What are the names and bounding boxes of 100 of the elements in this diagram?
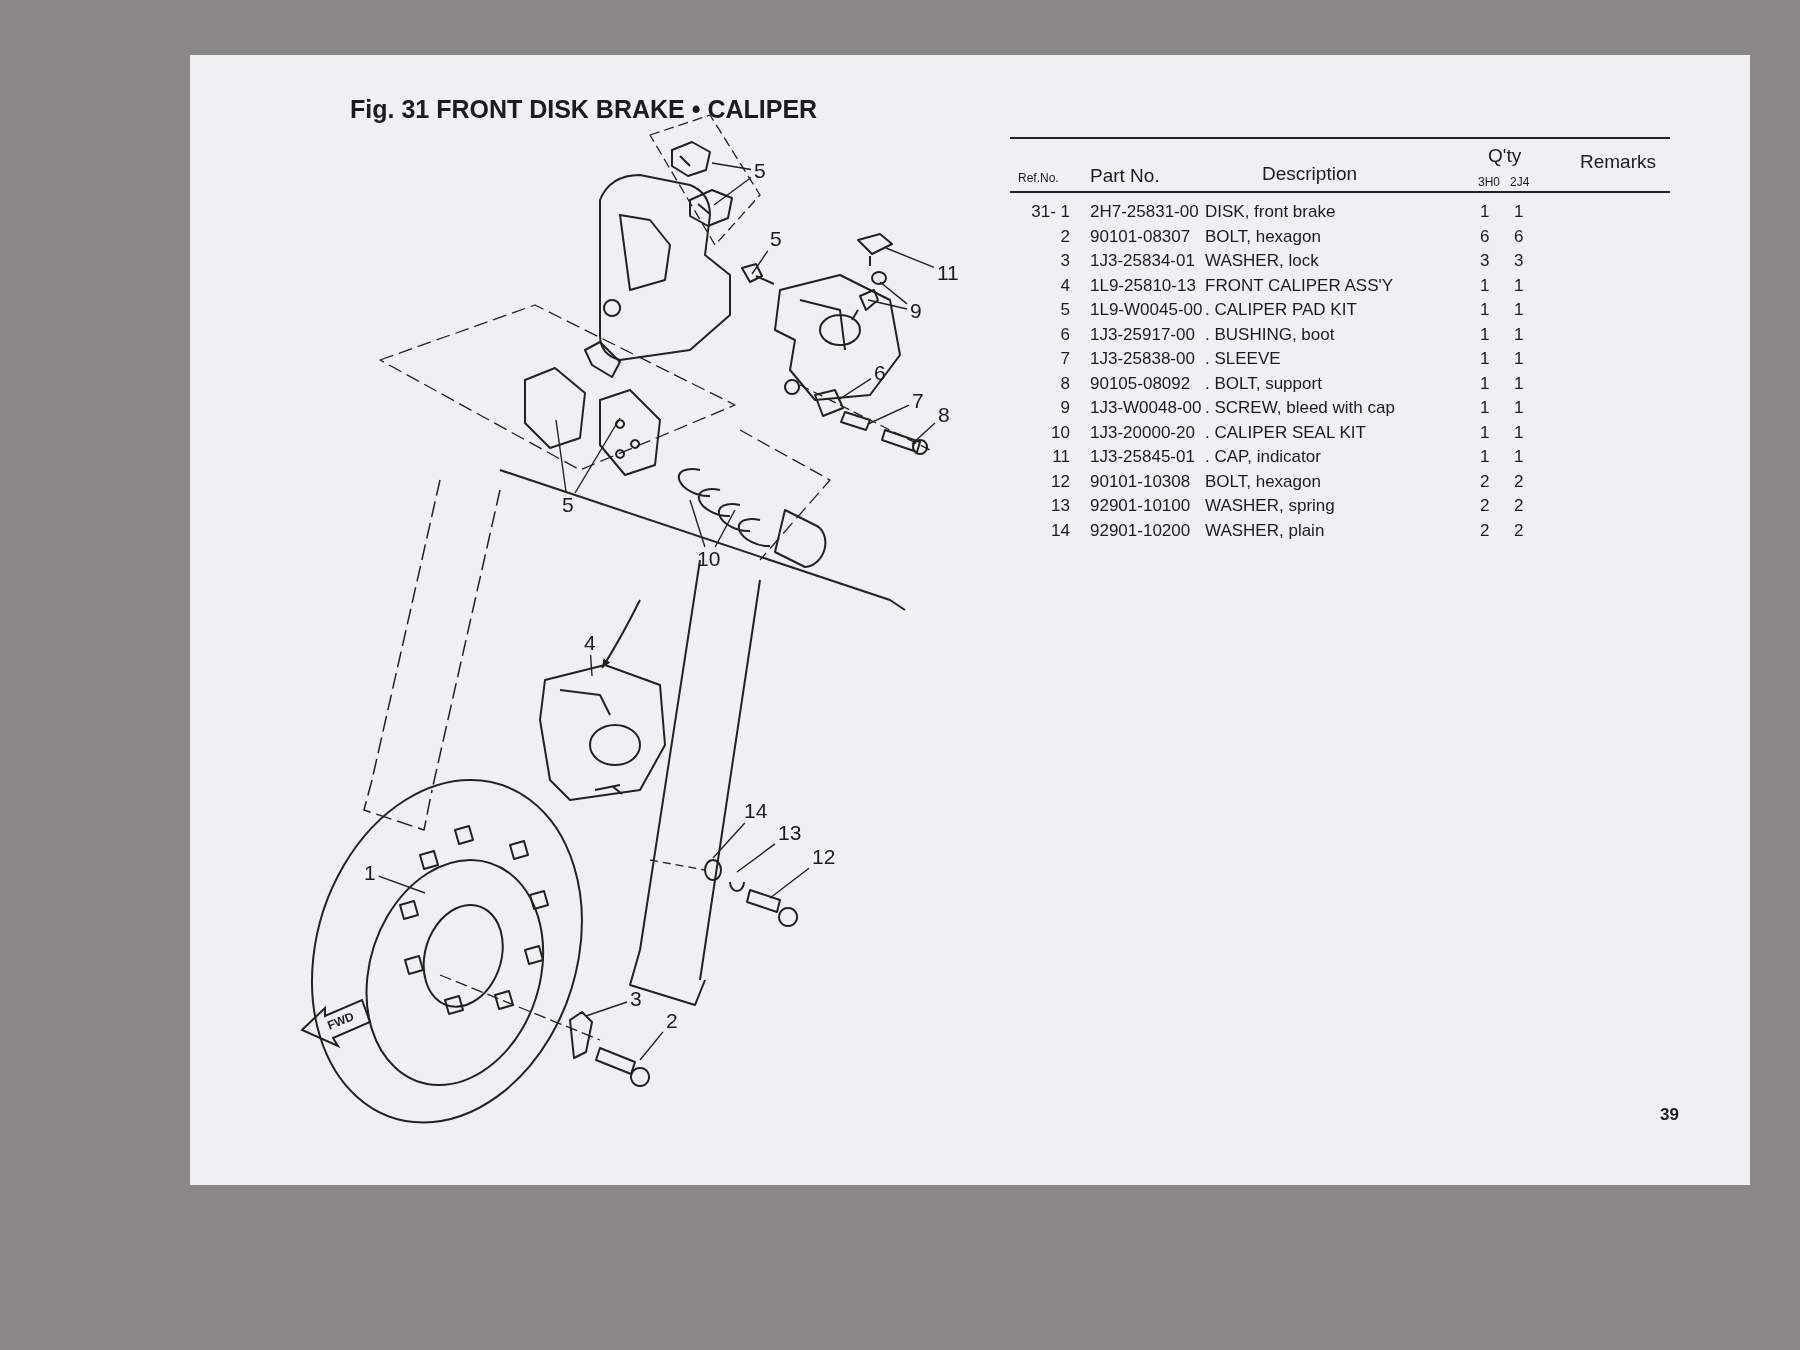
table-cell-text: 31- 1 [1030, 202, 1070, 222]
table-cell: WASHER, plain [1205, 520, 1325, 541]
column-header: Description [1262, 164, 1358, 184]
table-cell: 2 [1480, 496, 1490, 516]
table-cell: 1 [1514, 202, 1524, 222]
table-cell: 1 [1480, 202, 1490, 222]
table-cell: 3 [1514, 251, 1524, 271]
leader-line [712, 822, 746, 859]
callout-number: 1 [362, 862, 378, 884]
table-cell: WASHER, lock [1205, 251, 1319, 271]
table-cell: BOLT, hexagon [1205, 226, 1321, 247]
table-cell: 2H7-25831-00 [1090, 202, 1199, 222]
table-cell: 1 [1514, 324, 1524, 345]
table-cell-text: 2 [1059, 226, 1070, 247]
leader-line [911, 422, 936, 445]
callout-number: 3 [628, 988, 644, 1010]
table-cell: . CAP, indicator [1205, 447, 1321, 467]
callout-number: 11 [935, 262, 961, 284]
leader-line [574, 417, 621, 494]
leader-line [769, 867, 810, 899]
leader-line [837, 378, 872, 401]
table-cell: 92901-10200 [1090, 520, 1191, 541]
direction-label: FWD [324, 1008, 357, 1035]
leader-line [713, 176, 752, 206]
callout-number: 12 [810, 846, 838, 868]
column-header: Ref.No. [1018, 170, 1059, 187]
table-cell: 1 [1480, 349, 1490, 369]
table-cell-text: 11 [1051, 447, 1070, 467]
callout-number: 6 [872, 362, 888, 384]
leader-line [714, 509, 736, 548]
table-cell: 1L9-25810-13 [1090, 275, 1196, 296]
table-cell: 1 [1514, 447, 1524, 467]
leader-line [751, 250, 769, 275]
leader-line [589, 654, 593, 677]
table-cell-text: 8 [1059, 373, 1070, 394]
callout-number: 5 [560, 494, 576, 516]
table-cell: WASHER, spring [1205, 496, 1335, 516]
callout-number: 10 [695, 548, 723, 570]
table-cell: 1J3-25838-00 [1090, 349, 1195, 369]
table-cell: 1 [1514, 373, 1524, 394]
table-cell: 2 [1514, 496, 1524, 516]
table-cell: 1 [1480, 398, 1490, 418]
table-cell: 1 [1480, 447, 1490, 467]
table-cell: 1J3-20000-20 [1090, 422, 1195, 443]
table-cell: 1 [1480, 422, 1490, 443]
table-cell-text: 4 [1059, 275, 1070, 296]
page-number: 39 [1660, 1105, 1679, 1125]
table-cell: 90101-08307 [1090, 226, 1191, 247]
table-cell: 1 [1514, 300, 1524, 320]
table-cell: 2 [1514, 520, 1524, 541]
table-cell: 1 [1480, 324, 1490, 345]
leader-line [879, 281, 908, 305]
table-cell: BOLT, hexagon [1205, 471, 1321, 492]
column-header: Q'ty [1488, 146, 1522, 166]
leader-line [711, 162, 752, 171]
table-cell: 1 [1480, 275, 1490, 296]
column-header: 2J4 [1510, 174, 1530, 191]
leader-line [885, 247, 935, 269]
callout-number: 2 [664, 1010, 680, 1032]
leader-line [585, 1001, 628, 1017]
callout-number: 5 [752, 160, 768, 182]
leader-line [639, 1031, 664, 1061]
leader-line [555, 419, 567, 494]
table-cell: . SLEEVE [1205, 349, 1281, 369]
table-cell-text: 5 [1059, 300, 1070, 320]
table-cell: 2 [1480, 471, 1490, 492]
table-cell-text: 10 [1050, 422, 1070, 443]
column-header: 3H0 [1478, 174, 1500, 191]
table-cell: 1 [1480, 300, 1490, 320]
table-cell: 1J3-25917-00 [1090, 324, 1195, 345]
table-cell-text: 13 [1050, 496, 1070, 516]
table-cell: 92901-10100 [1090, 496, 1191, 516]
table-cell: 6 [1480, 226, 1490, 247]
column-header: Remarks [1580, 152, 1656, 172]
table-cell-text: 12 [1050, 471, 1070, 492]
table-cell-text: 6 [1059, 324, 1070, 345]
table-cell: 1L9-W0045-00 [1090, 300, 1203, 320]
table-cell: 1 [1514, 349, 1524, 369]
callout-number: 4 [582, 632, 598, 654]
table-cell: 1 [1514, 275, 1524, 296]
table-cell: . CALIPER SEAL KIT [1205, 422, 1366, 443]
table-cell-text: 7 [1059, 349, 1070, 369]
table-cell: 3 [1480, 251, 1490, 271]
table-cell: 1J3-W0048-00 [1090, 398, 1202, 418]
table-cell: DISK, front brake [1205, 202, 1336, 222]
callout-number: 5 [768, 228, 784, 250]
table-cell: 1 [1480, 373, 1490, 394]
callout-number: 13 [776, 822, 804, 844]
table-cell: . SCREW, bleed with cap [1205, 398, 1395, 418]
leader-line [867, 299, 908, 310]
callout-number: 9 [908, 300, 924, 322]
table-cell: FRONT CALIPER ASS'Y [1205, 275, 1394, 296]
column-header: Part No. [1090, 166, 1160, 186]
table-cell: 1J3-25845-01 [1090, 447, 1195, 467]
table-cell-text: 14 [1050, 520, 1070, 541]
table-cell: 90105-08092 [1090, 373, 1191, 394]
table-cell: 1J3-25834-01 [1090, 251, 1195, 271]
table-cell: 2 [1514, 471, 1524, 492]
table-cell: 90101-10308 [1090, 471, 1191, 492]
table-cell-text: 9 [1059, 398, 1070, 418]
